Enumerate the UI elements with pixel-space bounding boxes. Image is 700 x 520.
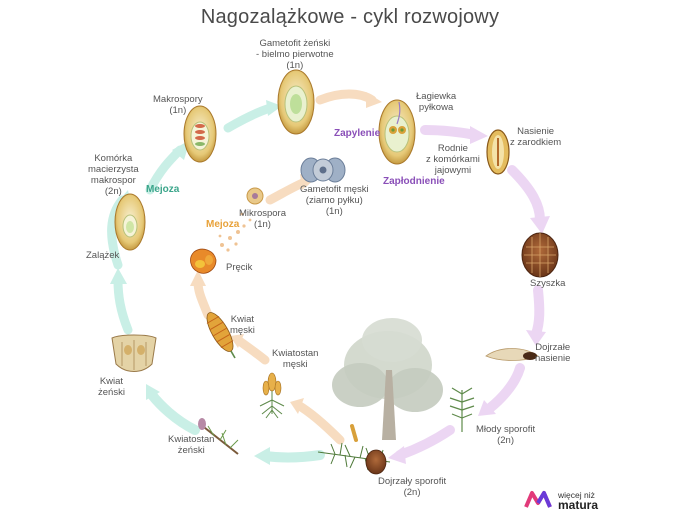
mature-seed-dojrzale-nasienie <box>485 348 539 361</box>
male-inflorescence-kwiatostan-meski <box>259 372 285 419</box>
arrow-nasienie-to-mlody <box>485 363 525 413</box>
label-kwiat-zenski: Kwiat żeński <box>98 376 125 398</box>
arrow-head <box>266 100 282 116</box>
label-mlody-sporofit: Młody sporofit (2n) <box>476 424 536 446</box>
arrow-to-nasienie <box>420 125 480 140</box>
ovule-makrospory <box>183 105 217 163</box>
process-mejoza-orange: Mejoza <box>206 219 240 230</box>
label-kwiatostan-zenski: Kwiatostan żeński <box>168 434 215 456</box>
arrow-kwiatostan-to-kwiat-meski <box>233 335 270 365</box>
arrow-head <box>366 92 382 108</box>
arrow-kwiat-to-precik <box>193 277 213 320</box>
pollen-dots <box>218 212 252 252</box>
label-makrospory: Makrospory (1n) <box>153 94 203 116</box>
arrow-kwiatostan-to-kwiat <box>147 390 200 435</box>
female-inflorescence-kwiatostan-zenski <box>198 418 239 455</box>
ovule-zaplodnienie <box>378 99 416 165</box>
microspore-mikrospora <box>246 187 264 205</box>
arrow-head <box>230 334 244 348</box>
arrow-dojrzaly-to-kwiatostan-meski <box>293 400 345 445</box>
male-flower-kwiat-meski <box>206 312 236 359</box>
logo-text-top: więcej niż <box>558 490 595 500</box>
arrow-nasienie-to-szyszka <box>507 165 545 225</box>
label-nasienie-z-zarodkiem: Nasienie z zarodkiem <box>510 126 562 148</box>
label-kwiat-meski: Kwiat męski <box>230 314 255 336</box>
process-zaplodnienie: Zapłodnienie <box>383 176 445 187</box>
label-precik: Pręcik <box>226 262 253 273</box>
process-zapylenie: Zapylenie <box>334 128 381 139</box>
cycle-arrows <box>107 89 550 465</box>
arrow-gametofit-to-zapylenie <box>315 89 377 105</box>
arrow-head <box>526 330 546 346</box>
label-mikrospora: Mikrospora (1n) <box>239 208 286 230</box>
female-flower-kwiat-zenski <box>111 334 157 372</box>
label-dojrzale-nasienie: Dojrzałe nasienie <box>535 342 571 364</box>
seed-nasienie-z-zarodkiem <box>486 129 510 175</box>
label-gametofit-meski: Gametofit męski (ziarno pyłku) (1n) <box>300 184 369 217</box>
arrow-head <box>478 400 496 416</box>
arrow-head <box>254 447 270 465</box>
arrow-mlody-to-dojrzaly <box>395 425 455 460</box>
arrow-head <box>190 270 206 286</box>
arrow-szyszka-to-nasienie <box>531 285 545 339</box>
young-sporophyte-mlody-sporofit <box>449 387 475 432</box>
pollen-grain-gametofit-meski <box>300 157 346 183</box>
label-komorka-macierzysta: Komórka macierzysta makrospor (2n) <box>88 153 139 197</box>
arrow-head <box>146 384 160 400</box>
arrow-dojrzaly-to-kwiatostan-zenski <box>260 450 325 463</box>
arrow-makrospory-to-gametofit <box>223 103 275 133</box>
ovule-komorka-macierzysta <box>114 193 146 251</box>
pine-cone-szyszka <box>521 232 559 278</box>
label-rodnie: Rodnie z komórkami jajowymi <box>426 143 480 176</box>
arrow-head <box>530 216 550 234</box>
arrow-head <box>388 446 406 464</box>
diagram-title: Nagozalążkowe - cykl rozwojowy <box>200 6 500 28</box>
process-mejoza-green: Mejoza <box>146 184 180 195</box>
arrow-head <box>290 398 304 414</box>
label-dojrzaly-sporofit: Dojrzały sporofit (2n) <box>378 476 447 498</box>
stamen-precik <box>190 248 217 274</box>
arrow-kwiat-to-zalazek <box>113 275 133 335</box>
mature-tree-dojrzaly-sporofit <box>317 318 443 475</box>
logo-mark-icon <box>524 491 552 508</box>
label-kwiatostan-meski: Kwiatostan męski <box>272 348 319 370</box>
logo-text-bottom: matura <box>558 498 599 512</box>
label-gametofit-zenski: Gametofit żeński - bielmo pierwotne (1n) <box>256 38 334 71</box>
label-szyszka: Szyszka <box>530 278 566 289</box>
label-lagiewka-pylkowa: Łagiewka pyłkowa <box>416 91 457 113</box>
label-zalazek: Zalążek <box>86 250 120 261</box>
brand-logo: więcej niż matura <box>524 489 614 515</box>
arrow-head <box>110 268 127 284</box>
arrow-head <box>470 126 488 144</box>
ovule-gametofit-zenski <box>277 69 315 135</box>
